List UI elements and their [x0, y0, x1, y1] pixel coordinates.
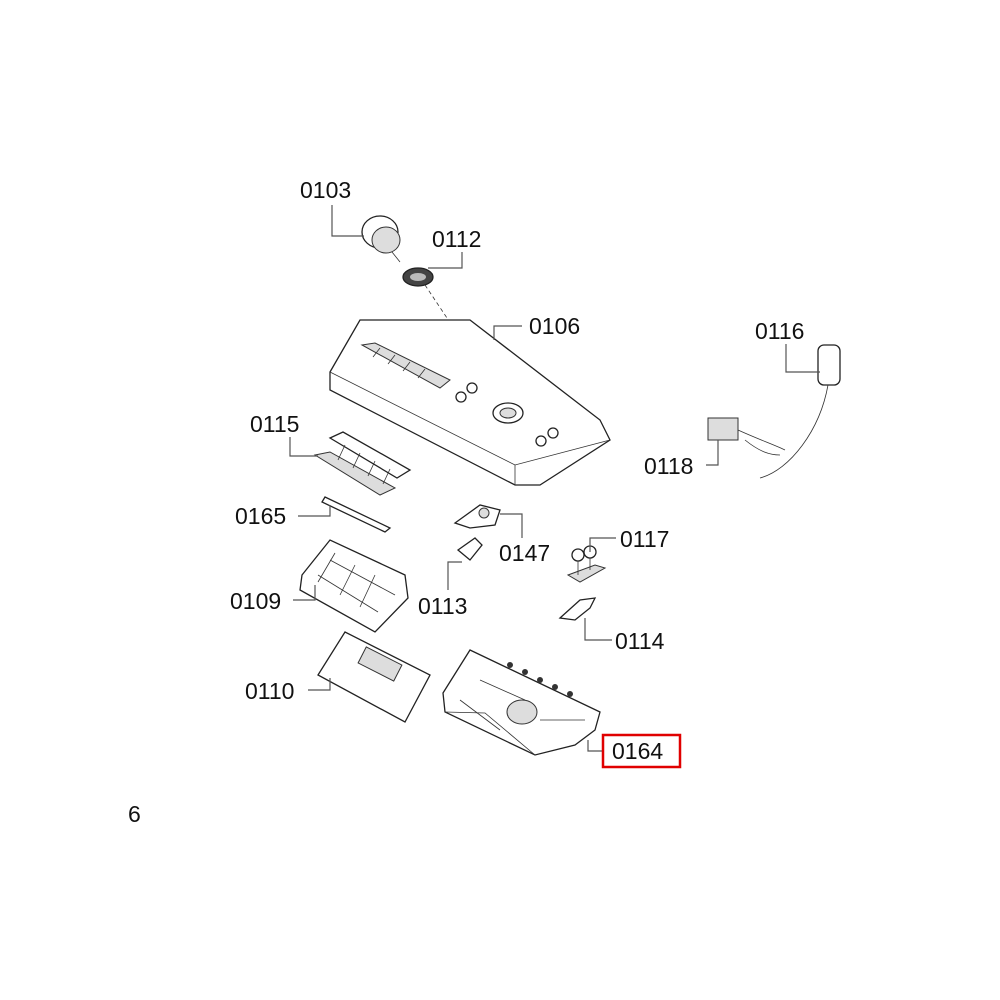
- part-power-cord-0116[interactable]: [759, 344, 841, 479]
- label-0165[interactable]: 0165: [235, 503, 286, 529]
- part-clip-0113[interactable]: [456, 537, 483, 561]
- part-panel-0106[interactable]: [329, 319, 611, 486]
- label-0114[interactable]: 0114: [615, 628, 665, 654]
- part-clip-0114[interactable]: [558, 597, 597, 621]
- part-switch-0117[interactable]: [566, 545, 607, 583]
- highlight-box: [601, 733, 682, 769]
- label-0147[interactable]: 0147: [499, 540, 550, 566]
- label-0113[interactable]: 0113: [418, 593, 467, 619]
- label-0112[interactable]: 0112: [432, 226, 481, 252]
- page-marker: 6: [128, 801, 141, 827]
- part-lightpipe-0165[interactable]: [321, 496, 392, 533]
- label-0164[interactable]: 0164: [612, 738, 663, 764]
- part-filter-0118[interactable]: [707, 417, 786, 456]
- part-frame-0109[interactable]: [299, 539, 409, 633]
- part-bracket-0147[interactable]: [453, 504, 501, 529]
- label-0103[interactable]: 0103: [300, 177, 351, 203]
- part-main-board-0164[interactable]: [442, 649, 601, 756]
- part-knob-0103[interactable]: [361, 215, 401, 263]
- part-ring-0112[interactable]: [402, 267, 434, 287]
- label-0118[interactable]: 0118: [644, 453, 693, 479]
- part-pcb-0110[interactable]: [317, 631, 431, 723]
- label-0116[interactable]: 0116: [755, 318, 804, 344]
- label-0117[interactable]: 0117: [620, 526, 669, 552]
- label-0115[interactable]: 0115: [250, 411, 299, 437]
- label-0109[interactable]: 0109: [230, 588, 281, 614]
- leader-lines: [289, 205, 820, 752]
- part-buttons-0115[interactable]: [313, 431, 412, 496]
- label-0110[interactable]: 0110: [245, 678, 294, 704]
- label-0106[interactable]: 0106: [529, 313, 580, 339]
